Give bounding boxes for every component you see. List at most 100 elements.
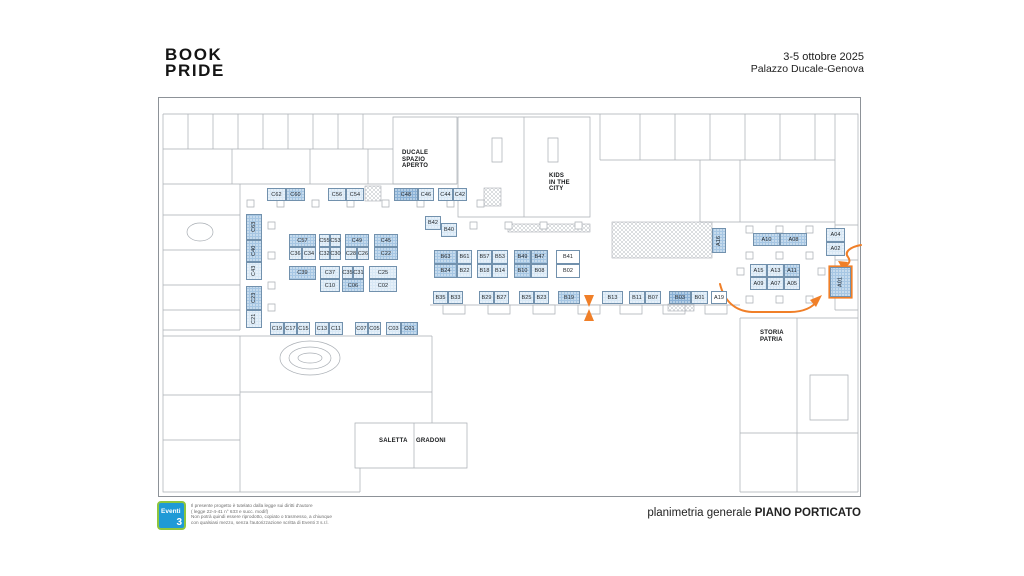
booth-B61: B61 <box>457 250 472 264</box>
booth-C62: C62 <box>267 188 286 201</box>
booth-A11: A11 <box>784 264 800 277</box>
booth-B41: B41 <box>556 250 580 264</box>
plan-caption: planimetria generale PIANO PORTICATO <box>647 507 861 519</box>
booth-B08: B08 <box>531 264 548 278</box>
booth-B47: B47 <box>531 250 548 264</box>
booth-C03: C03 <box>386 322 401 335</box>
booth-B40: B40 <box>441 223 457 237</box>
booth-C22: C22 <box>374 247 398 260</box>
booth-C45: C45 <box>374 234 398 247</box>
booth-C19: C19 <box>270 322 284 335</box>
booth-C34: C34 <box>302 247 316 260</box>
booth-C02: C02 <box>369 279 397 292</box>
booth-A09: A09 <box>750 277 767 290</box>
booth-B42: B42 <box>425 216 441 230</box>
booth-B18: B18 <box>477 264 492 278</box>
area-label-saletta: SALETTA <box>379 438 408 444</box>
booth-B03: B03 <box>669 291 691 304</box>
credit-block: Eventi 3 Il presente progetto è tutelato… <box>157 501 332 530</box>
booth-C01: C01 <box>401 322 418 335</box>
booth-C05: C05 <box>368 322 381 335</box>
booth-C57: C57 <box>289 234 316 247</box>
booth-C56: C56 <box>328 188 346 201</box>
eventi3-number: 3 <box>176 517 182 528</box>
booth-C06: C06 <box>342 279 364 292</box>
caption-prefix: planimetria generale <box>647 507 755 519</box>
event-dates: 3-5 ottobre 2025 <box>783 51 864 63</box>
booth-C36: C36 <box>289 247 302 260</box>
booth-C40: C40 <box>246 240 262 262</box>
booth-B14: B14 <box>492 264 508 278</box>
booth-C23: C23 <box>246 286 262 310</box>
booth-B27: B27 <box>494 291 509 304</box>
booth-A02: A02 <box>826 242 845 256</box>
booth-C46: C46 <box>418 188 434 201</box>
booth-C30: C30 <box>330 247 341 260</box>
booth-C28: C28 <box>345 247 357 260</box>
booth-C43: C43 <box>246 262 262 280</box>
booth-A08: A08 <box>780 233 807 246</box>
booth-A16: A16 <box>712 228 726 253</box>
event-date-block: 3-5 ottobre 2025 Palazzo Ducale-Genova <box>751 51 864 75</box>
booth-B01: B01 <box>691 291 708 304</box>
legal-line: con qualsiasi mezzo, senza l'autorizzazi… <box>191 519 329 525</box>
booth-B22: B22 <box>457 264 472 278</box>
booth-A01: A01 <box>830 267 851 297</box>
booth-A05: A05 <box>784 277 800 290</box>
logo-line-1: BOOK <box>165 45 223 64</box>
booth-B57: B57 <box>477 250 492 264</box>
booth-C21: C21 <box>246 310 262 328</box>
booth-B33: B33 <box>448 291 463 304</box>
booth-C25: C25 <box>369 266 397 279</box>
booth-B11: B11 <box>629 291 645 304</box>
booth-C42: C42 <box>453 188 467 201</box>
eventi3-logo: Eventi 3 <box>157 501 186 530</box>
booth-C35: C35 <box>342 266 353 279</box>
legal-line: ( legge 22-4-41 n° 633 e succ. modif) <box>191 508 269 514</box>
booth-C63: C63 <box>246 214 262 240</box>
booth-A07: A07 <box>767 277 784 290</box>
legal-text: Il presente progetto è tutelato dalla le… <box>191 501 332 525</box>
book-pride-logo: BOOK PRIDE <box>165 45 225 80</box>
legal-line: Non potrà quindi essere riprodotto, copi… <box>191 514 332 520</box>
booth-C37: C37 <box>320 266 340 279</box>
walls-group <box>162 113 859 493</box>
booth-B35: B35 <box>433 291 448 304</box>
route-arrowhead-to-a01 <box>810 295 822 307</box>
booth-C07: C07 <box>355 322 368 335</box>
booth-A04: A04 <box>826 228 845 242</box>
booth-C55: C55 <box>319 234 330 247</box>
booth-B63: B63 <box>434 250 457 264</box>
booth-B10: B10 <box>514 264 531 278</box>
booth-C10: C10 <box>320 279 340 292</box>
booth-C11: C11 <box>329 322 343 335</box>
booth-C53: C53 <box>330 234 341 247</box>
booth-C31: C31 <box>353 266 364 279</box>
booth-B02: B02 <box>556 264 580 278</box>
booth-B23: B23 <box>534 291 549 304</box>
logo-line-2: PRIDE <box>165 61 225 80</box>
booth-A13: A13 <box>767 264 784 277</box>
booth-B07: B07 <box>645 291 661 304</box>
booth-C39: C39 <box>289 266 316 280</box>
caption-title: PIANO PORTICATO <box>754 507 861 519</box>
booth-C13: C13 <box>315 322 329 335</box>
booth-A15: A15 <box>750 264 767 277</box>
booth-C60: C60 <box>286 188 305 201</box>
route-start-marker <box>584 295 594 307</box>
booth-C15: C15 <box>297 322 310 335</box>
booth-B49: B49 <box>514 250 531 264</box>
eventi3-word: Eventi <box>161 508 181 515</box>
booth-C54: C54 <box>346 188 364 201</box>
event-venue: Palazzo Ducale-Genova <box>750 63 864 75</box>
booth-B24: B24 <box>434 264 457 278</box>
booth-C48: C48 <box>394 188 418 201</box>
area-label-gradoni: GRADONI <box>416 438 446 444</box>
booth-B19: B19 <box>558 291 580 304</box>
